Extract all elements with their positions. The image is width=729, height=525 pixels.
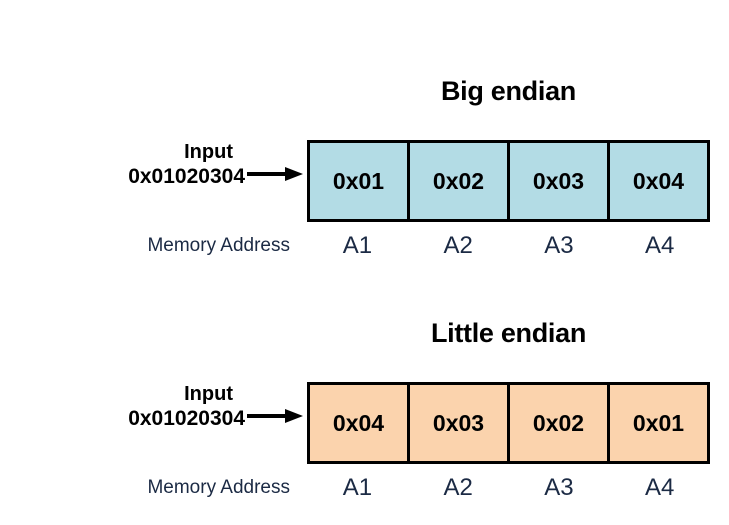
input-word: Input <box>184 141 233 163</box>
byte-cell: 0x04 <box>610 143 707 219</box>
address-cell: A2 <box>443 474 473 501</box>
byte-cell: 0x01 <box>310 143 410 219</box>
byte-cell: 0x01 <box>610 385 707 461</box>
big-endian-byte-table: 0x01 0x02 0x03 0x04 <box>307 140 710 222</box>
address-cell: A2 <box>443 232 473 259</box>
big-endian-address-row: A1 A2 A3 A4 <box>307 230 710 262</box>
byte-cell: 0x03 <box>510 143 610 219</box>
little-endian-address-row: A1 A2 A3 A4 <box>307 472 710 504</box>
byte-cell: 0x02 <box>510 385 610 461</box>
little-endian-byte-table: 0x04 0x03 0x02 0x01 <box>307 382 710 464</box>
address-cell: A4 <box>644 232 675 259</box>
big-endian-title: Big endian <box>440 76 576 106</box>
input-value: 0x01020304 <box>128 407 245 430</box>
little-endian-address-label: Memory Address <box>147 477 290 498</box>
address-cell: A1 <box>342 232 373 259</box>
byte-cell: 0x02 <box>410 143 510 219</box>
little-endian-title: Little endian <box>430 318 587 348</box>
address-cell: A4 <box>644 474 675 501</box>
byte-cell: 0x03 <box>410 385 510 461</box>
address-cell: A3 <box>544 232 574 259</box>
address-cell: A1 <box>342 474 373 501</box>
arrow-right-icon <box>247 167 303 181</box>
address-cell: A3 <box>544 474 574 501</box>
input-word: Input <box>184 383 233 405</box>
big-endian-address-label: Memory Address <box>147 235 290 256</box>
input-value: 0x01020304 <box>128 165 245 188</box>
arrow-right-icon <box>247 409 303 423</box>
big-endian-input-label: Input 0x01020304 <box>55 140 245 189</box>
little-endian-input-label: Input 0x01020304 <box>55 382 245 431</box>
byte-cell: 0x04 <box>310 385 410 461</box>
